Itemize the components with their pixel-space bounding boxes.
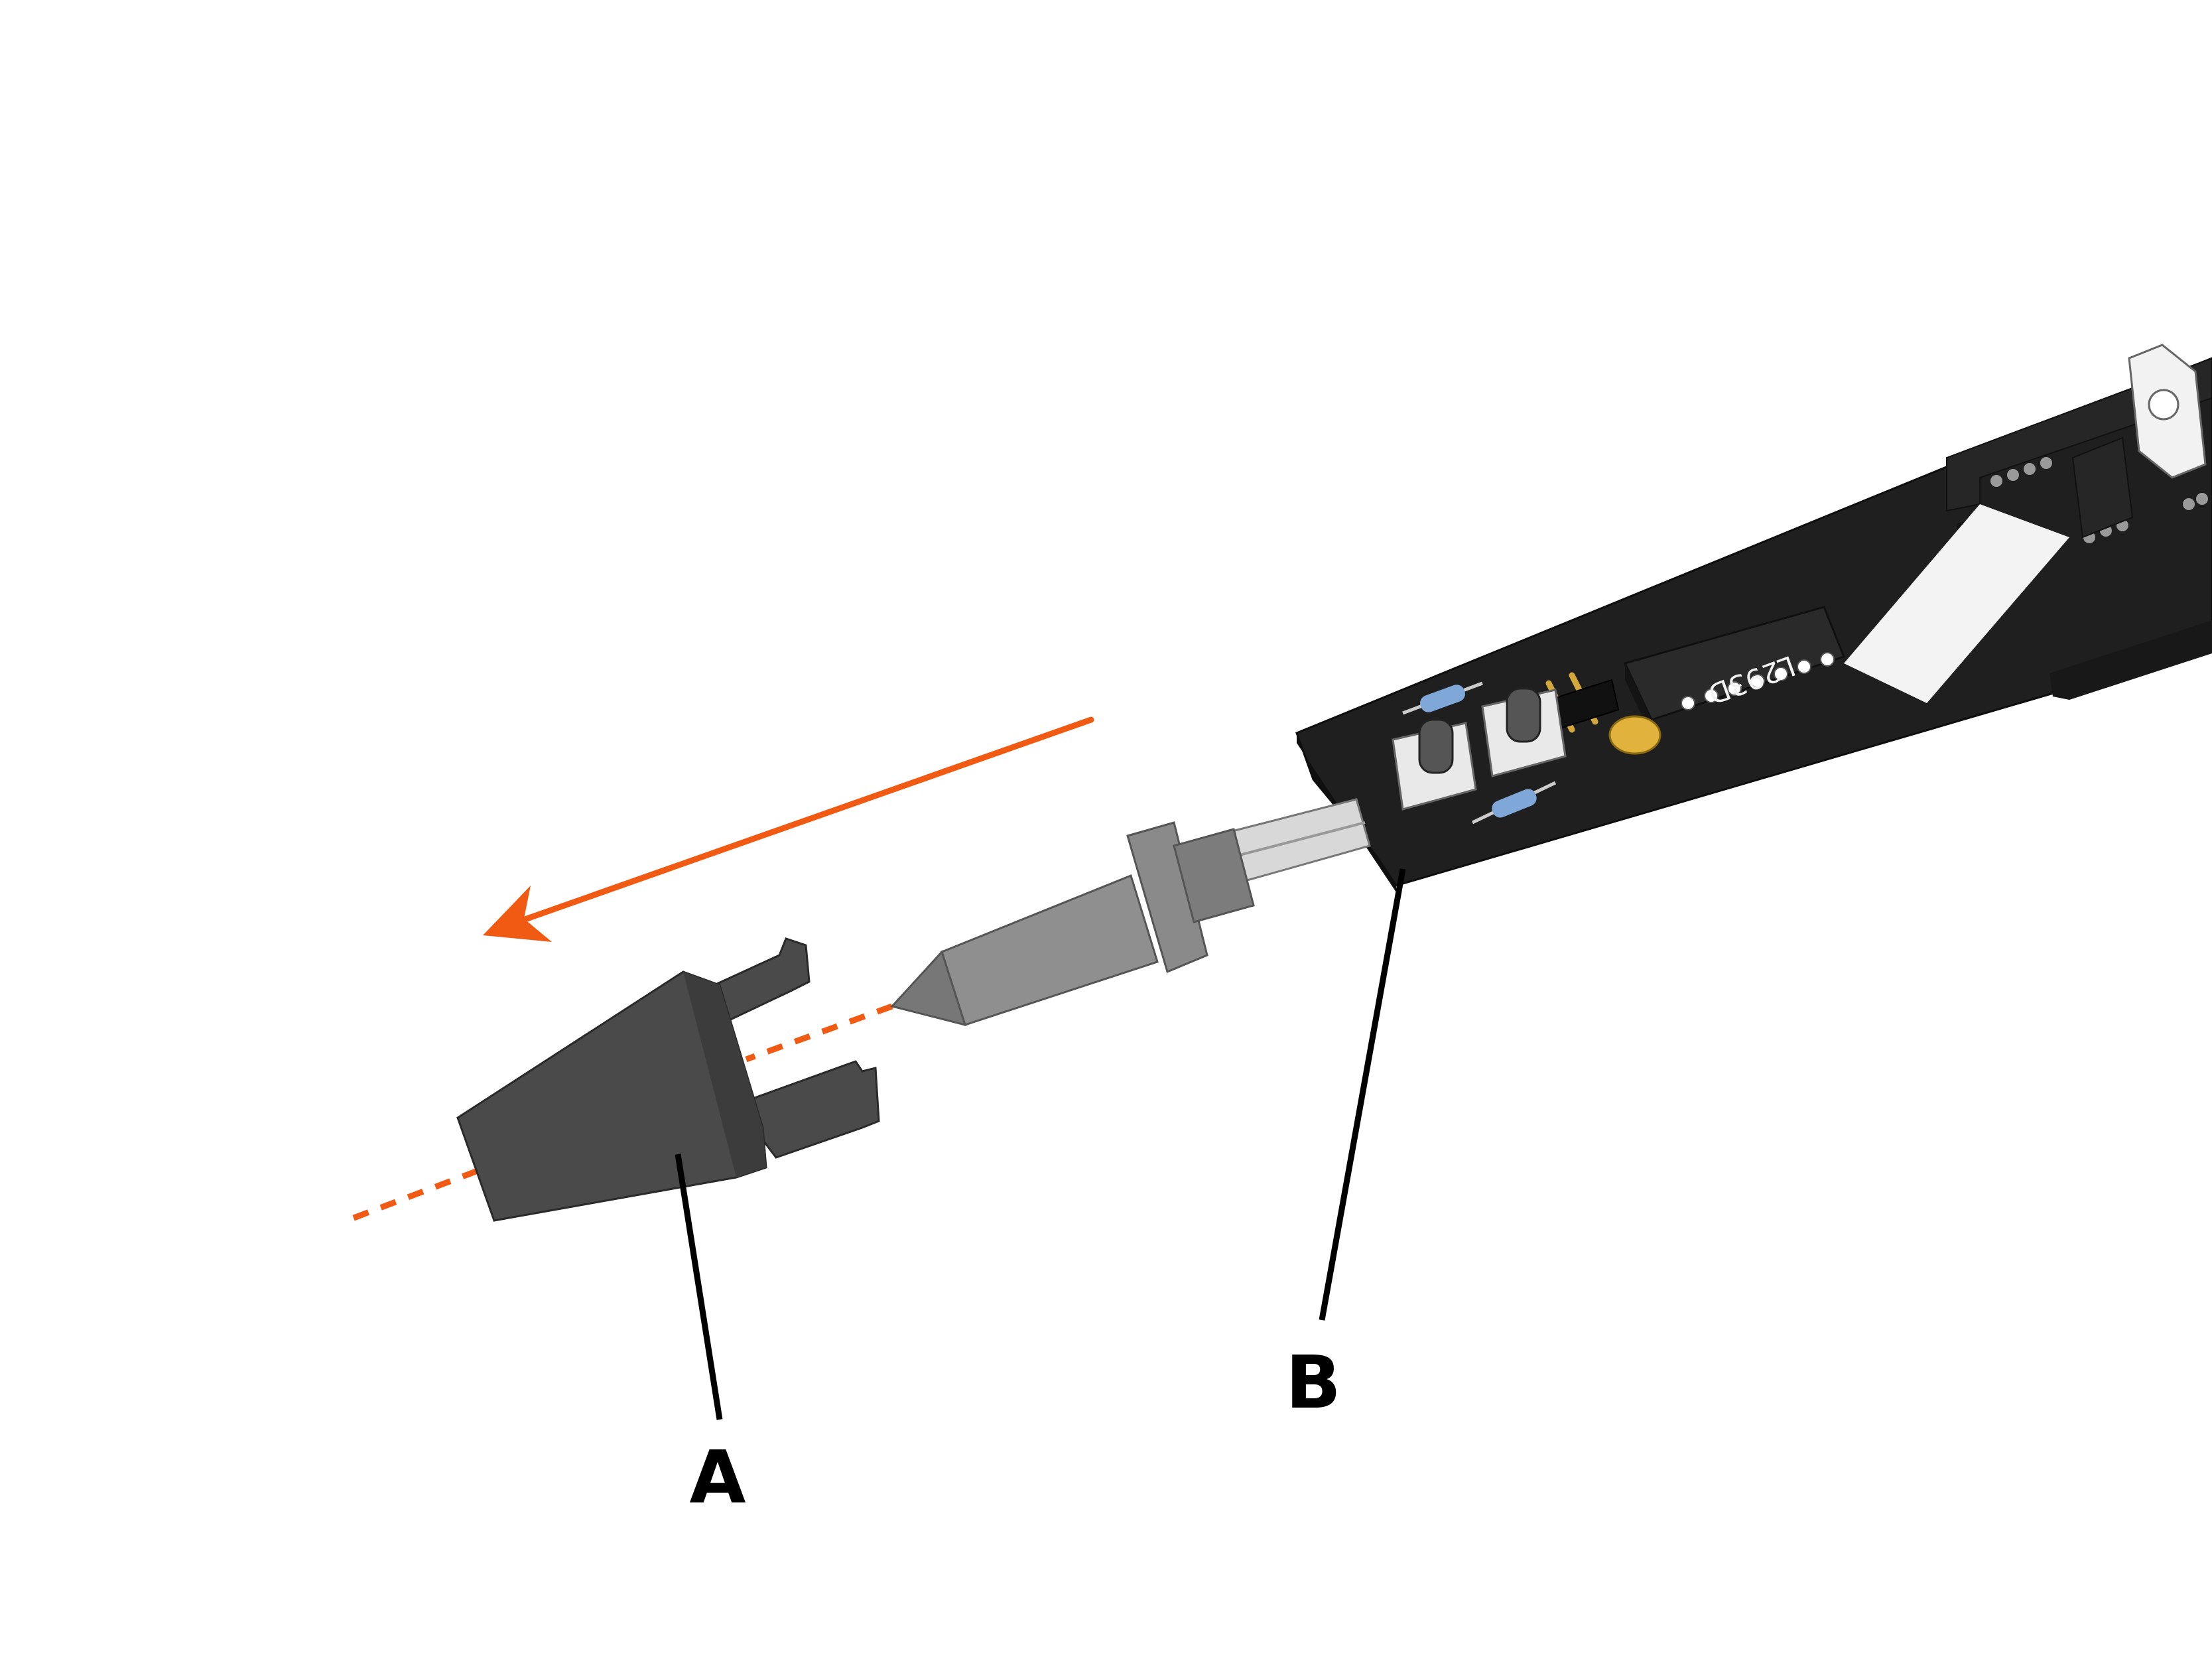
circuit-board: L293D bbox=[1295, 344, 2212, 892]
leader-line-b bbox=[1319, 868, 1406, 1321]
push-button bbox=[1392, 718, 1477, 811]
arrow-head bbox=[483, 886, 552, 942]
assembly-axis bbox=[340, 1003, 893, 1226]
nozzle-tip bbox=[890, 798, 1371, 1027]
callout-label-b: B bbox=[1285, 1340, 1341, 1425]
capacitor bbox=[1608, 715, 1661, 755]
push-button bbox=[1481, 687, 1567, 777]
leader-line-a bbox=[675, 1154, 723, 1420]
resistor bbox=[1402, 681, 1483, 715]
resistor bbox=[1471, 781, 1557, 825]
tip-cap bbox=[456, 937, 880, 1222]
direction-arrow bbox=[483, 716, 1094, 942]
callout-label-a: A bbox=[689, 1435, 746, 1520]
